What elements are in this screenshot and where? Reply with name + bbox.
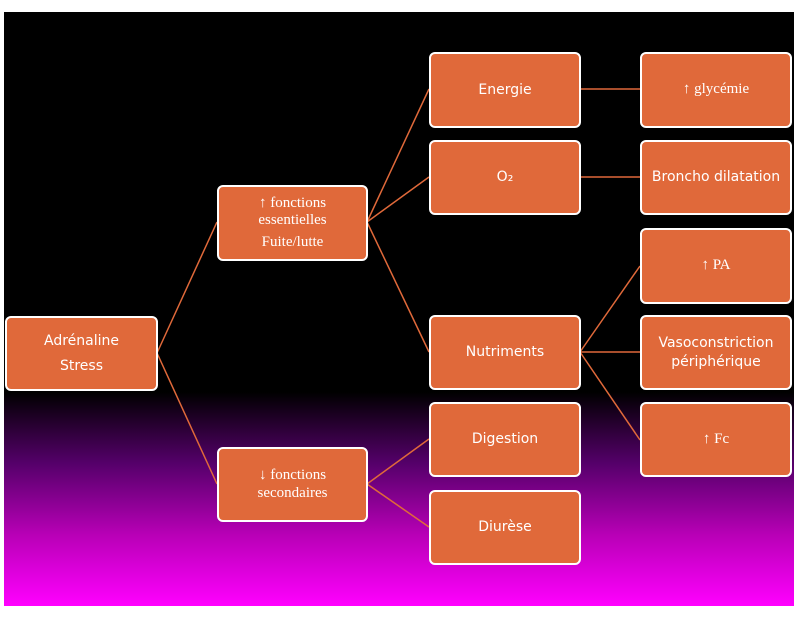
node-essential-line2: essentielles xyxy=(258,211,327,228)
node-root-line1: Adrénaline xyxy=(44,332,119,349)
node-secondary-line1: ↓ fonctions xyxy=(258,467,327,484)
node-energie: Energie xyxy=(429,52,581,128)
node-secondary-line2: secondaires xyxy=(257,484,328,501)
node-pa: ↑ PA xyxy=(640,228,792,304)
node-digestion: Digestion xyxy=(429,402,581,477)
node-o2: O₂ xyxy=(429,140,581,215)
node-essential-line1: ↑ fonctions xyxy=(258,194,327,211)
node-adrenaline-stress: Adrénaline Stress xyxy=(5,316,158,391)
node-glycemie: ↑ glycémie xyxy=(640,52,792,128)
node-vaso-line2: périphérique xyxy=(671,353,761,370)
node-fc: ↑ Fc xyxy=(640,402,792,477)
node-fonctions-secondaires: ↓ fonctions secondaires xyxy=(217,447,368,522)
node-pa-label: ↑ PA xyxy=(701,257,731,274)
node-fc-label: ↑ Fc xyxy=(702,430,730,447)
node-diurese: Diurèse xyxy=(429,490,581,565)
node-diurese-label: Diurèse xyxy=(478,519,532,536)
node-essential-line3: Fuite/lutte xyxy=(261,234,324,251)
node-fonctions-essentielles: ↑ fonctions essentielles Fuite/lutte xyxy=(217,185,368,261)
node-nutriments-label: Nutriments xyxy=(465,344,545,361)
node-vasoconstriction: Vasoconstriction périphérique xyxy=(640,315,792,390)
node-root-line2: Stress xyxy=(59,357,104,374)
node-vaso-line1: Vasoconstriction xyxy=(658,334,774,351)
node-energie-label: Energie xyxy=(478,81,532,98)
node-o2-label: O₂ xyxy=(496,169,514,186)
node-nutriments: Nutriments xyxy=(429,315,581,390)
node-broncho-label: Broncho dilatation xyxy=(651,169,781,186)
node-digestion-label: Digestion xyxy=(471,431,539,448)
node-glycemie-label: ↑ glycémie xyxy=(682,81,750,98)
node-broncho-dilatation: Broncho dilatation xyxy=(640,140,792,215)
